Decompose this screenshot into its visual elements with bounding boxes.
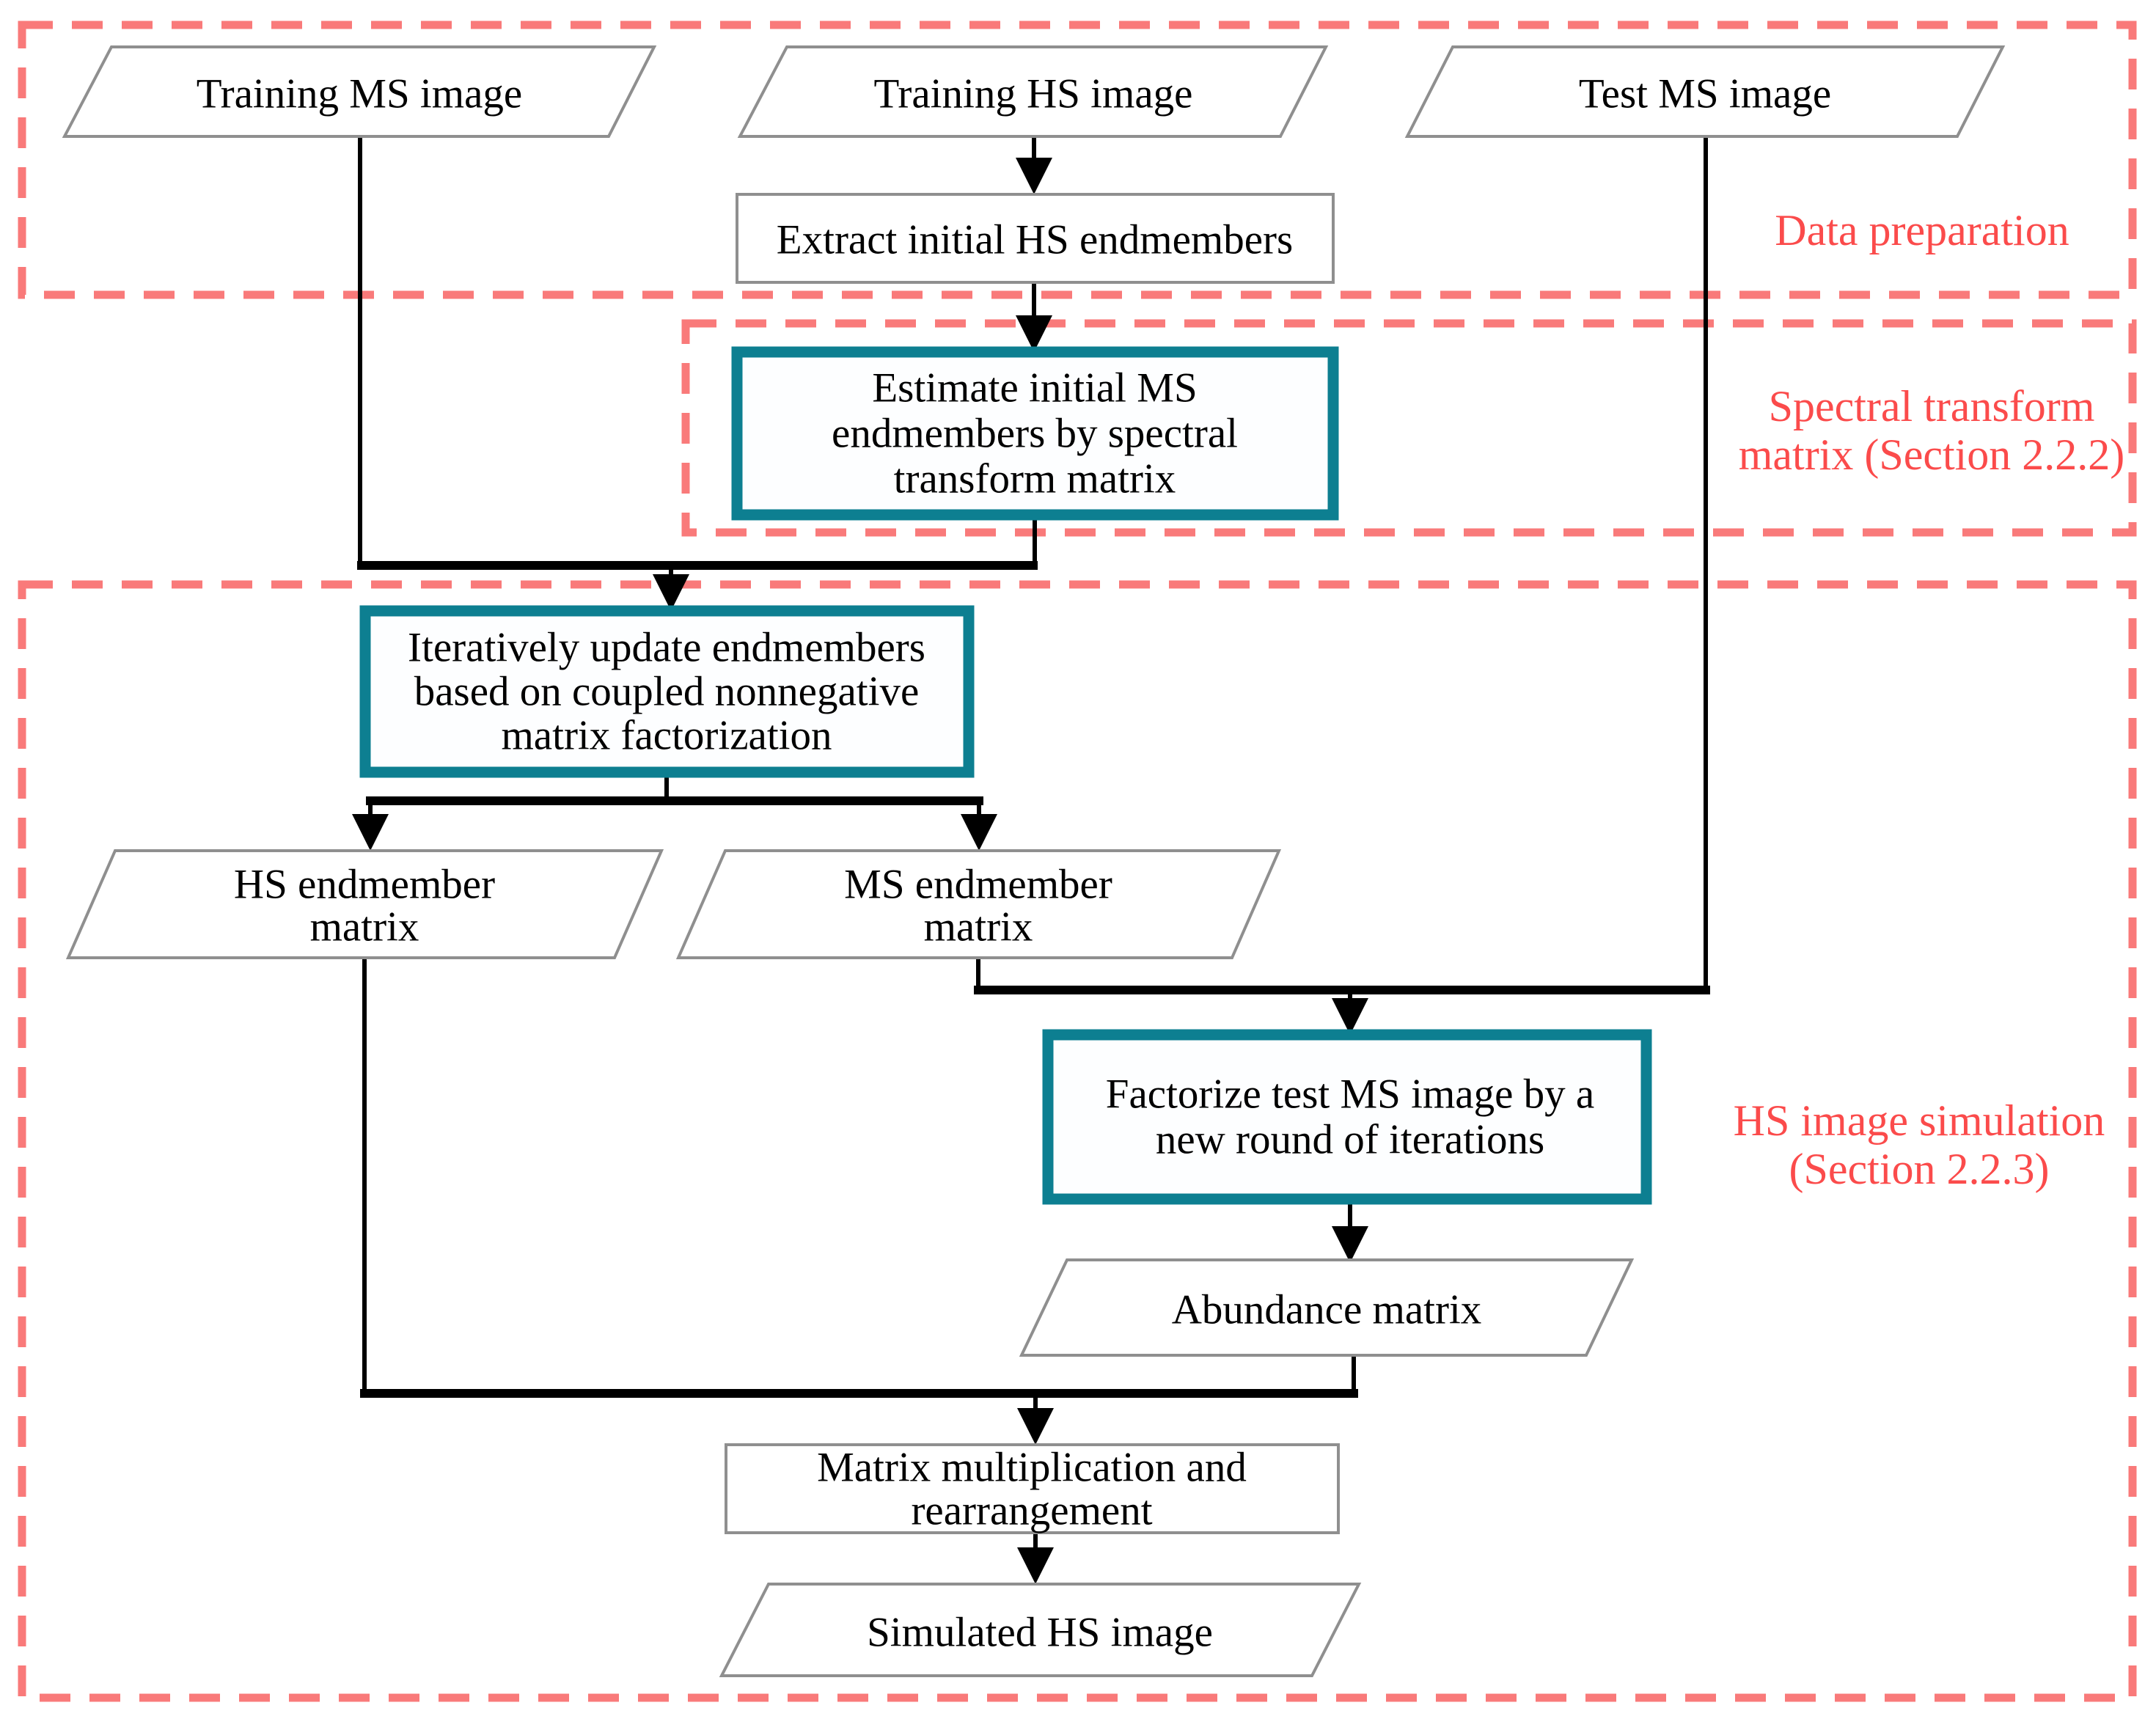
region-label-spectral-transform-line2: matrix (Section 2.2.2) [1739, 430, 2125, 479]
arrowhead [352, 814, 389, 851]
node-matrix-mult-label-line2: rearrangement [911, 1488, 1152, 1534]
arrowhead [1017, 1547, 1054, 1584]
arrowhead [961, 814, 997, 851]
node-abundance-matrix [1019, 1258, 1635, 1357]
region-group: Data preparation Spectral transform matr… [18, 21, 2137, 1702]
node-hs-endmember-matrix [65, 849, 664, 959]
node-estimate-label-line1: Estimate initial MS [872, 365, 1197, 411]
node-ms-endmember-label-line2: matrix [924, 904, 1033, 950]
node-matrix-mult-label-line1: Matrix multiplication and [817, 1445, 1247, 1491]
node-abundance-label: Abundance matrix [1172, 1287, 1482, 1333]
connector-group [352, 136, 1710, 1584]
node-training-ms-image [62, 45, 657, 138]
node-simulated-hs-label: Simulated HS image [867, 1610, 1213, 1656]
arrowhead [1332, 998, 1368, 1035]
node-ms-endmember-matrix [675, 849, 1282, 959]
node-training-hs-image-label: Training HS image [874, 71, 1193, 117]
arrowhead [1016, 315, 1052, 352]
node-hs-endmember-label-line1: HS endmember [234, 862, 495, 908]
node-matrix-multiplication [725, 1443, 1340, 1534]
node-extract-label: Extract initial HS endmembers [777, 217, 1293, 263]
node-estimate-label-line3: transform matrix [894, 456, 1176, 502]
node-simulated-hs-image [719, 1583, 1362, 1677]
node-factorize-test-ms-image [1042, 1029, 1652, 1205]
node-iterate-label-line1: Iteratively update endmembers [408, 625, 925, 671]
region-label-hs-image-simulation-line1: HS image simulation [1734, 1096, 2105, 1145]
node-estimate-initial-ms-endmembers [731, 346, 1339, 521]
node-training-hs-image [737, 45, 1329, 138]
region-data-preparation [18, 21, 2137, 299]
arrowhead [653, 574, 689, 611]
node-hs-endmember-label-line2: matrix [310, 904, 419, 950]
arrowhead [1017, 1408, 1054, 1445]
region-label-data-preparation: Data preparation [1775, 206, 2069, 254]
node-factorize-label-line2: new round of iterations [1156, 1117, 1544, 1163]
node-group: Training MS image Training HS image Test… [62, 45, 2006, 1677]
region-hs-image-simulation [18, 580, 2137, 1702]
node-extract-initial-hs-endmembers [736, 193, 1335, 284]
node-estimate-label-line2: endmembers by spectral [832, 411, 1238, 457]
node-iterate-label-line2: based on coupled nonnegative [414, 669, 920, 715]
node-iteratively-update-endmembers [359, 605, 975, 778]
node-iterate-label-line3: matrix factorization [501, 713, 832, 759]
region-label-spectral-transform-line1: Spectral transform [1769, 382, 2095, 430]
node-training-ms-image-label: Training MS image [197, 71, 522, 117]
region-label-hs-image-simulation-line2: (Section 2.2.3) [1789, 1145, 2050, 1193]
node-test-ms-image [1404, 45, 2006, 138]
node-ms-endmember-label-line1: MS endmember [844, 862, 1112, 908]
region-spectral-transform [681, 319, 2137, 537]
arrowhead [1016, 158, 1052, 194]
arrowhead [1332, 1226, 1368, 1263]
node-test-ms-image-label: Test MS image [1579, 71, 1831, 117]
node-factorize-label-line1: Factorize test MS image by a [1106, 1071, 1594, 1118]
